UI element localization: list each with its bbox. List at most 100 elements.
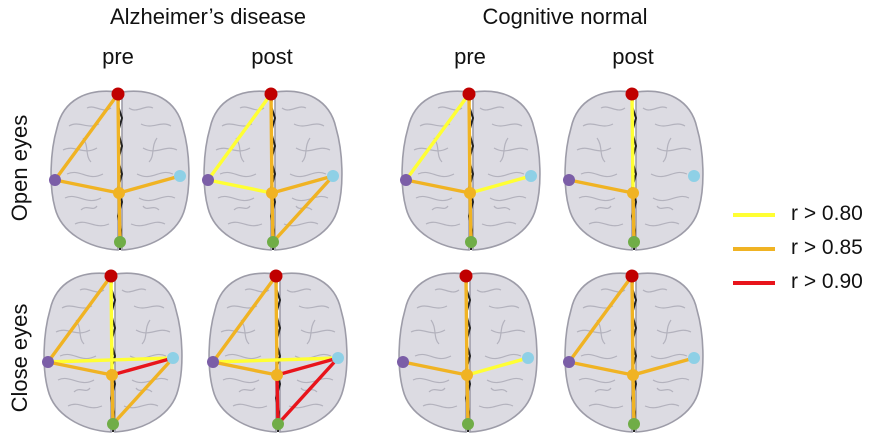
- col-label-ad-pre: pre: [102, 44, 134, 69]
- brain-gyrus: [422, 403, 458, 409]
- brain-gyrus: [576, 147, 612, 152]
- connection-center-occipital: [275, 373, 280, 426]
- brain-gyrus: [652, 195, 690, 202]
- connection-left-right: [46, 356, 175, 364]
- node-center: [271, 369, 283, 381]
- brain-gyrus: [656, 387, 674, 393]
- legend-swatch: [733, 281, 775, 285]
- brain-gyrus: [74, 221, 110, 227]
- brain-gyrus: [148, 137, 158, 163]
- node-center: [627, 369, 639, 381]
- brain-gyrus: [300, 329, 336, 334]
- node-center: [627, 187, 639, 199]
- brain-gyrus: [650, 171, 688, 178]
- node-left: [42, 356, 54, 368]
- brain-left-hemisphere: [564, 90, 633, 251]
- brain-gyrus: [487, 171, 525, 178]
- node-occipital: [272, 418, 284, 430]
- node-center: [266, 187, 278, 199]
- brain-gyrus: [410, 329, 446, 334]
- connection-left-center: [46, 360, 114, 377]
- connection-center-occipital: [117, 191, 122, 244]
- brain-right-hemisphere: [469, 272, 538, 433]
- col-label-cn-pre: pre: [454, 44, 486, 69]
- brain-gyrus: [479, 106, 505, 111]
- brain-gyrus: [489, 195, 527, 202]
- brain-left-hemisphere: [564, 272, 633, 433]
- node-center: [464, 187, 476, 199]
- node-occipital: [114, 236, 126, 248]
- node-left: [49, 174, 61, 186]
- brain-gyrus: [301, 137, 311, 163]
- brain-left-hemisphere: [203, 90, 272, 251]
- connection-left-center: [53, 178, 121, 195]
- brain-panel-ad-open-post: [202, 87, 343, 251]
- node-left: [563, 174, 575, 186]
- brain-gyrus: [417, 171, 455, 178]
- brain-gyrus: [57, 377, 95, 384]
- brain-gyrus: [490, 329, 526, 334]
- connection-frontal-left: [211, 274, 278, 364]
- brain-gyrus: [219, 171, 257, 178]
- node-occipital: [465, 236, 477, 248]
- connection-center-occipital: [270, 191, 275, 244]
- brain-gyrus: [431, 205, 449, 211]
- node-left: [207, 356, 219, 368]
- brain-gyrus: [481, 221, 517, 227]
- brain-gyrus: [594, 387, 612, 393]
- brain-gyrus: [578, 377, 616, 384]
- node-right: [688, 352, 700, 364]
- brain-panel-cn-open-post: [563, 87, 704, 251]
- brain-panel-ad-open-pre: [49, 87, 190, 251]
- brain-gyrus: [295, 147, 331, 152]
- node-frontal: [269, 269, 283, 283]
- brain-gyrus: [294, 353, 332, 360]
- legend-swatch: [733, 213, 775, 217]
- brain-gyrus: [654, 123, 686, 127]
- node-frontal: [462, 87, 476, 101]
- brain-left-hemisphere: [398, 272, 467, 433]
- brain-panel-ad-close-post: [207, 269, 348, 433]
- connection-center-right: [631, 356, 696, 377]
- brain-gyrus: [662, 137, 672, 163]
- brain-gyrus: [238, 387, 256, 393]
- node-occipital: [628, 236, 640, 248]
- brain-panel-ad-close-pre: [42, 269, 183, 433]
- brain-gyrus: [293, 123, 325, 127]
- brain-gyrus: [582, 123, 614, 127]
- brain-gyrus: [662, 319, 672, 345]
- brain-gyrus: [486, 377, 524, 384]
- legend-item: r > 0.90: [733, 268, 879, 298]
- brain-gyrus: [493, 205, 511, 211]
- brain-gyrus: [650, 353, 688, 360]
- brain-gyrus: [499, 137, 509, 163]
- node-left: [400, 174, 412, 186]
- connection-frontal-center: [630, 274, 635, 377]
- brain-gyrus: [133, 305, 165, 309]
- brain-gyrus: [233, 205, 251, 211]
- node-left: [202, 174, 214, 186]
- node-occipital: [267, 236, 279, 248]
- brain-gyrus: [642, 288, 668, 293]
- connection-center-occipital: [631, 373, 636, 426]
- brain-right-hemisphere: [114, 272, 183, 433]
- connection-frontal-center: [269, 92, 274, 195]
- brain-gyrus: [415, 195, 453, 202]
- node-frontal: [264, 87, 278, 101]
- node-right: [327, 170, 339, 182]
- brain-gyrus: [476, 288, 502, 293]
- brain-gyrus: [414, 353, 452, 360]
- brain-gyrus: [138, 195, 176, 202]
- brain-left-hemisphere: [208, 272, 277, 433]
- brain-gyrus: [493, 147, 529, 152]
- brain-gyrus: [656, 205, 674, 211]
- brain-gyrus: [430, 319, 440, 345]
- node-right: [174, 170, 186, 182]
- legend-label: r > 0.80: [791, 202, 863, 225]
- brain-gyrus: [644, 403, 680, 409]
- brain-gyrus: [491, 123, 523, 127]
- brain-gyrus: [478, 403, 514, 409]
- brain-gyrus: [140, 123, 172, 127]
- connection-left-center: [567, 360, 635, 377]
- brain-gyrus: [67, 403, 103, 409]
